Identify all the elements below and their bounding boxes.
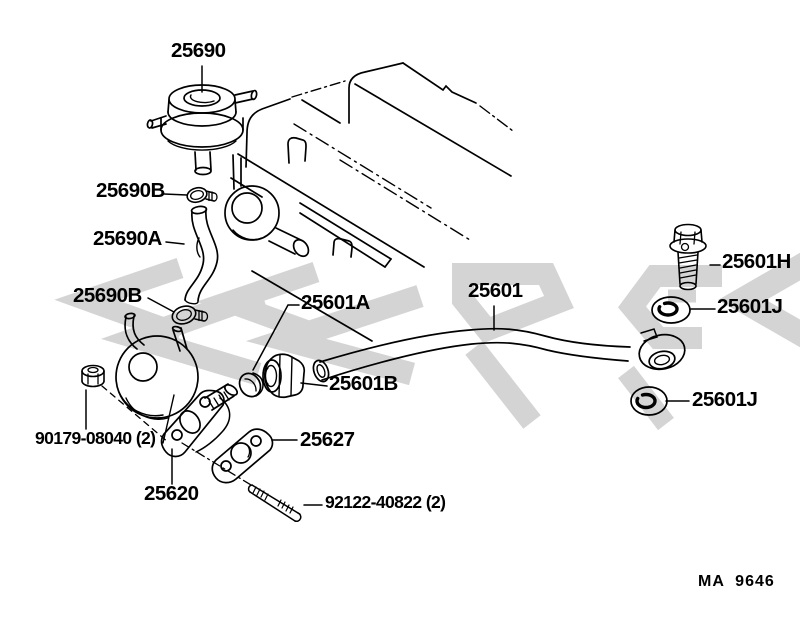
part-label-25620-12[interactable]: 25620 xyxy=(144,482,199,505)
part-25601-egr-pipe-drawing xyxy=(312,327,686,383)
assembly-line-nut-to-valve xyxy=(101,385,169,443)
leader-25690B-lower xyxy=(147,297,175,313)
part-label-25601J-9[interactable]: 25601J xyxy=(692,388,758,411)
part-label-25601A-4[interactable]: 25601A xyxy=(301,291,370,314)
part-label-25690B-1[interactable]: 25690B xyxy=(96,179,165,202)
part-label-25601B-8[interactable]: 25601B xyxy=(329,372,398,395)
part-label-25690A-2[interactable]: 25690A xyxy=(93,227,162,250)
part-25601J-washer-upper-drawing xyxy=(651,296,691,324)
part-92122-stud-drawing xyxy=(247,484,302,523)
part-25601H-union-bolt-drawing xyxy=(669,223,707,291)
part-25627-gasket-drawing xyxy=(211,428,274,484)
part-label-25601J-7[interactable]: 25601J xyxy=(717,295,783,318)
part-label-25690-0[interactable]: 25690 xyxy=(171,39,226,62)
leader-25601A xyxy=(252,304,300,371)
part-label-25601-5[interactable]: 25601 xyxy=(468,279,523,302)
part-label-90179-08040-10[interactable]: 90179-08040 (2) xyxy=(35,428,156,448)
part-25601A-ferrule-drawing xyxy=(238,372,264,398)
part-label-25627-11[interactable]: 25627 xyxy=(300,428,355,451)
engine-valve-cover-drawing xyxy=(196,62,514,342)
part-label-92122-40822-13[interactable]: 92122-40822 (2) xyxy=(325,492,446,512)
part-25620-egr-valve-drawing xyxy=(115,312,239,458)
part-90179-nut-drawing xyxy=(81,364,105,388)
watermark xyxy=(54,252,800,431)
part-25690-vacuum-modulator-drawing xyxy=(146,84,258,176)
leader-lines xyxy=(85,65,721,506)
part-25690B-clamp-lower-drawing xyxy=(171,305,209,325)
leader-25690B-upper xyxy=(163,193,188,196)
assembly-line-valve-to-stud xyxy=(181,442,252,486)
leader-25601B xyxy=(300,382,328,387)
leader-25690A xyxy=(165,241,185,245)
part-label-25601H-6[interactable]: 25601H xyxy=(722,250,791,273)
figure-code: MA 9646 xyxy=(698,573,775,590)
part-25690A-hose-drawing xyxy=(184,205,219,305)
part-25690B-clamp-upper-drawing xyxy=(186,186,218,204)
part-25601B-nut-drawing xyxy=(262,353,306,399)
part-label-25690B-3[interactable]: 25690B xyxy=(73,284,142,307)
